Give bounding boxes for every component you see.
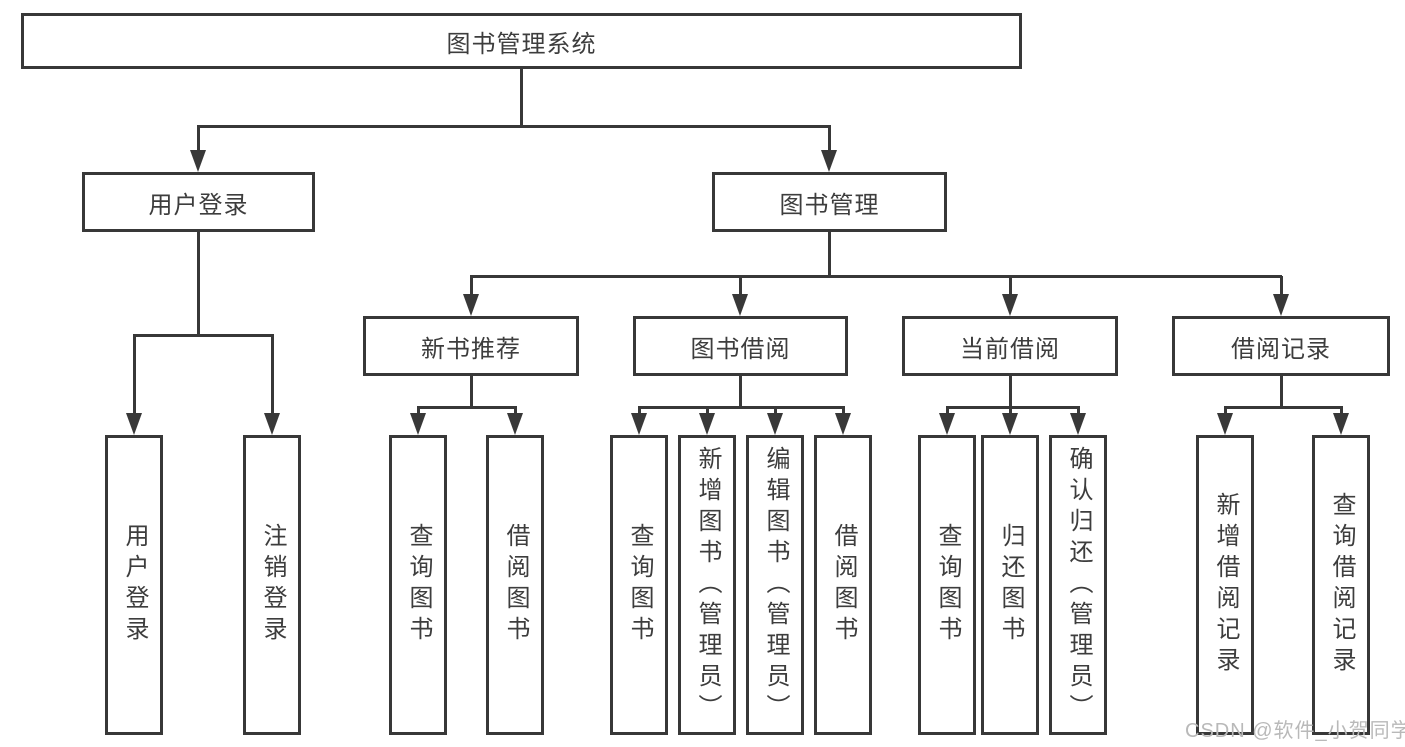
node-book-management-label: 图书管理 [779,191,880,219]
connector-line [1224,407,1227,415]
connector-line [638,407,641,415]
connector-line [828,229,831,276]
connector-line [842,407,845,415]
watermark: CSDN @软件_小贺同学 [1185,720,1405,742]
node-leaf-query-books-2: 查询图书 [610,435,668,735]
arrowhead-down-icon [1002,413,1018,435]
arrowhead-down-icon [1002,294,1018,316]
connector-line [739,373,742,407]
leaf-label: 编辑图书（管理员） [762,445,789,725]
leaf-label: 注销登录 [259,523,286,647]
connector-line [1009,407,1012,415]
connector-line [1224,406,1343,409]
leaf-label: 查询图书 [626,523,653,647]
arrowhead-down-icon [1333,413,1349,435]
arrowhead-down-icon [699,413,715,435]
arrowhead-down-icon [821,150,837,172]
arrowhead-down-icon [939,413,955,435]
node-root: 图书管理系统 [21,13,1022,69]
connector-line [1077,407,1080,415]
node-current-borrow: 当前借阅 [902,316,1118,376]
connector-line [197,229,200,335]
arrowhead-down-icon [463,294,479,316]
leaf-label: 确认归还（管理员） [1065,445,1092,725]
node-user-login-label: 用户登录 [148,191,249,219]
node-new-book-recommend: 新书推荐 [363,316,579,376]
node-leaf-borrow-books-2: 借阅图书 [814,435,872,735]
node-current-borrow-label: 当前借阅 [960,335,1060,363]
connector-line [417,406,517,409]
arrowhead-down-icon [631,413,647,435]
connector-line [739,276,742,296]
leaf-label: 查询借阅记录 [1328,492,1355,678]
connector-line [1340,407,1343,415]
leaf-label: 借阅图书 [830,523,857,647]
node-user-login: 用户登录 [82,172,315,232]
connector-line [520,66,523,126]
connector-line [133,334,274,337]
arrowhead-down-icon [732,294,748,316]
connector-line [1009,373,1012,407]
node-book-borrow-label: 图书借阅 [690,335,791,363]
node-leaf-logout: 注销登录 [243,435,301,735]
connector-line [470,373,473,407]
arrowhead-down-icon [410,413,426,435]
node-new-book-recommend-label: 新书推荐 [421,335,521,363]
node-leaf-query-books-1: 查询图书 [389,435,447,735]
node-root-label: 图书管理系统 [446,30,597,58]
leaf-label: 借阅图书 [502,523,529,647]
connector-line [1280,276,1283,296]
connector-line [946,407,949,415]
node-leaf-edit-book-admin: 编辑图书（管理员） [746,435,804,735]
connector-line [470,276,473,296]
leaf-label: 新增图书（管理员） [694,445,721,725]
connector-line [1280,373,1283,407]
arrowhead-down-icon [507,413,523,435]
arrowhead-down-icon [126,413,142,435]
connector-line [638,406,845,409]
node-leaf-add-borrow-record: 新增借阅记录 [1196,435,1254,735]
arrowhead-down-icon [1070,413,1086,435]
connector-line [514,407,517,415]
node-borrow-records-label: 借阅记录 [1231,335,1331,363]
connector-line [133,335,136,415]
connector-line [946,406,1080,409]
node-leaf-return-book: 归还图书 [981,435,1039,735]
leaf-label: 归还图书 [997,523,1024,647]
connector-line [1009,276,1012,296]
connector-line [706,407,709,415]
connector-line [828,126,831,152]
connector-line [470,275,1282,278]
node-leaf-query-borrow-record: 查询借阅记录 [1312,435,1370,735]
leaf-label: 新增借阅记录 [1212,492,1239,678]
connector-line [271,335,274,415]
leaf-label: 查询图书 [405,523,432,647]
arrowhead-down-icon [190,150,206,172]
node-leaf-query-books-3: 查询图书 [918,435,976,735]
leaf-label: 查询图书 [934,523,961,647]
node-book-management: 图书管理 [712,172,947,232]
node-leaf-confirm-return-admin: 确认归还（管理员） [1049,435,1107,735]
node-leaf-user-login: 用户登录 [105,435,163,735]
connector-line [197,125,831,128]
connector-line [417,407,420,415]
node-leaf-borrow-books-1: 借阅图书 [486,435,544,735]
node-leaf-add-book-admin: 新增图书（管理员） [678,435,736,735]
leaf-label: 用户登录 [121,523,148,647]
arrowhead-down-icon [835,413,851,435]
arrowhead-down-icon [1273,294,1289,316]
node-book-borrow: 图书借阅 [633,316,848,376]
arrowhead-down-icon [767,413,783,435]
connector-line [197,126,200,152]
arrowhead-down-icon [264,413,280,435]
node-borrow-records: 借阅记录 [1172,316,1390,376]
connector-line [774,407,777,415]
arrowhead-down-icon [1217,413,1233,435]
